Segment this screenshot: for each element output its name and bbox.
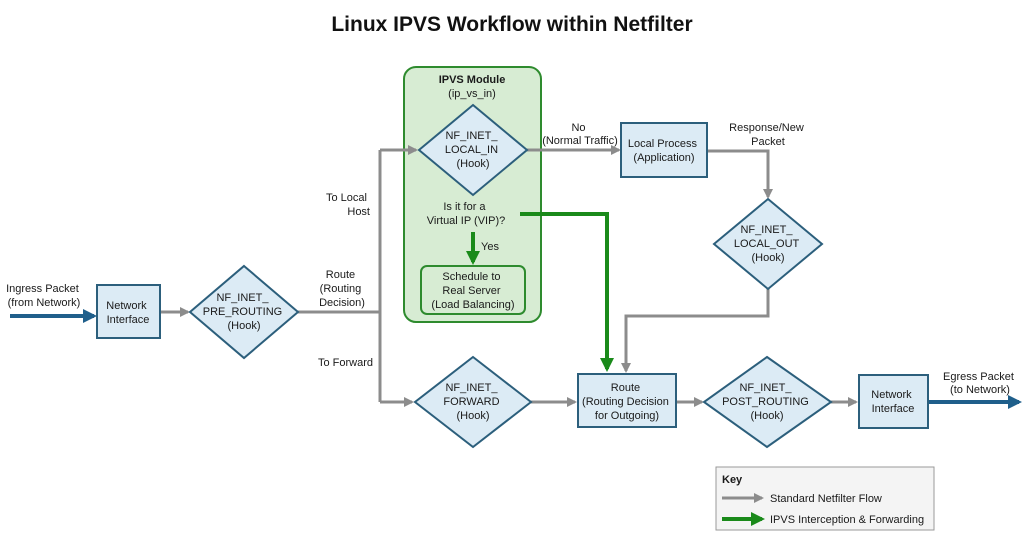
svg-text:NF_INET_ PRE_ROUTING (: NF_INET_ PRE_ROUTING (Hook) — [203, 292, 286, 332]
local-in-line3: (Hook) — [456, 158, 489, 170]
forward-line2: FORWARD — [443, 396, 499, 408]
network-interface-out-line1: Network — [871, 389, 912, 401]
no-normal-traffic-label: No (Normal Traffic) — [542, 122, 618, 147]
local-out-line2: LOCAL_OUT — [734, 238, 800, 250]
post-routing-line3: (Hook) — [750, 410, 783, 422]
egress-packet-label: Egress Packet (to Network) — [943, 371, 1017, 396]
svg-text:Local Process (Application: Local Process (Application) — [628, 138, 700, 164]
local-process-line2: (Application) — [633, 152, 694, 164]
ipvs-module-subtitle: (ip_vs_in) — [448, 88, 496, 100]
edge-process-to-localout — [706, 149, 773, 199]
svg-text:NF_INET_ POST_ROUTING: NF_INET_ POST_ROUTING (Hook) — [722, 382, 812, 422]
local-process[interactable] — [620, 122, 708, 178]
svg-text:Route (Routing Decision: Route (Routing Decision for Outgoing) — [582, 382, 672, 422]
local-out-line1: NF_INET_ — [740, 224, 793, 236]
local-out-hook[interactable] — [712, 197, 824, 291]
schedule-line2: Real Server — [442, 285, 500, 297]
post-routing-hook[interactable] — [702, 355, 833, 449]
post-routing-line1: NF_INET_ — [739, 382, 792, 394]
svg-text:Schedule to Real Server: Schedule to Real Server (Load Balancing) — [431, 271, 514, 311]
svg-text:Network Interface: Network Interface — [871, 389, 914, 415]
schedule-line3: (Load Balancing) — [431, 299, 514, 311]
legend: Key Standard Netfilter Flow IPVS Interce… — [715, 466, 935, 531]
local-process-line1: Local Process — [628, 138, 698, 150]
post-routing-line2: POST_ROUTING — [722, 396, 809, 408]
ipvs-module-title: IPVS Module — [439, 74, 506, 86]
legend-ipvs-label: IPVS Interception & Forwarding — [770, 514, 924, 526]
forward-line3: (Hook) — [456, 410, 489, 422]
to-forward-label: To Forward — [318, 357, 373, 369]
network-interface-out-line2: Interface — [872, 403, 915, 415]
pre-routing-hook[interactable] — [188, 264, 300, 360]
network-interface-in-line1: Network — [106, 300, 147, 312]
to-local-host-label: To Local Host — [326, 192, 370, 218]
local-in-line1: NF_INET_ — [445, 130, 498, 142]
edge-localout-to-route — [621, 288, 770, 373]
svg-text:NF_INET_ LOCAL_OUT (Ho: NF_INET_ LOCAL_OUT (Hook) — [734, 224, 802, 264]
route-outgoing-line2: (Routing Decision — [582, 396, 669, 408]
pre-routing-line3: (Hook) — [227, 320, 260, 332]
network-interface-in[interactable] — [96, 284, 161, 339]
svg-text:Network Interface: Network Interface — [106, 300, 149, 326]
route-outgoing-line3: for Outgoing) — [595, 410, 659, 422]
forward-line1: NF_INET_ — [445, 382, 498, 394]
local-out-line3: (Hook) — [751, 252, 784, 264]
network-interface-in-line2: Interface — [107, 314, 150, 326]
network-interface-out[interactable] — [858, 374, 929, 429]
forward-hook[interactable] — [413, 355, 533, 449]
schedule-line1: Schedule to — [442, 271, 500, 283]
local-in-hook[interactable] — [417, 103, 529, 197]
vip-question: Is it for a Virtual IP (VIP)? — [427, 201, 505, 227]
yes-label: Yes — [481, 241, 499, 253]
edge-ipvs-to-route — [520, 212, 614, 372]
pre-routing-line1: NF_INET_ — [216, 292, 269, 304]
svg-text:NF_INET_ FORWARD (Hook: NF_INET_ FORWARD (Hook) — [443, 382, 502, 422]
route-decision-label: Route (Routing Decision) — [319, 269, 365, 309]
schedule-real-server[interactable] — [420, 265, 526, 315]
diagram-title: Linux IPVS Workflow within Netfilter — [331, 13, 692, 36]
svg-text:NF_INET_ LOCAL_IN (Hoo: NF_INET_ LOCAL_IN (Hook) — [445, 130, 501, 170]
route-outgoing-line1: Route — [611, 382, 640, 394]
ingress-packet-label: Ingress Packet (from Network) — [6, 283, 82, 309]
local-in-line2: LOCAL_IN — [445, 144, 498, 156]
pre-routing-line2: PRE_ROUTING — [203, 306, 282, 318]
legend-title: Key — [722, 474, 743, 486]
response-new-packet-label: Response/New Packet — [729, 122, 807, 148]
route-outgoing[interactable] — [577, 373, 677, 428]
legend-standard-label: Standard Netfilter Flow — [770, 493, 882, 505]
